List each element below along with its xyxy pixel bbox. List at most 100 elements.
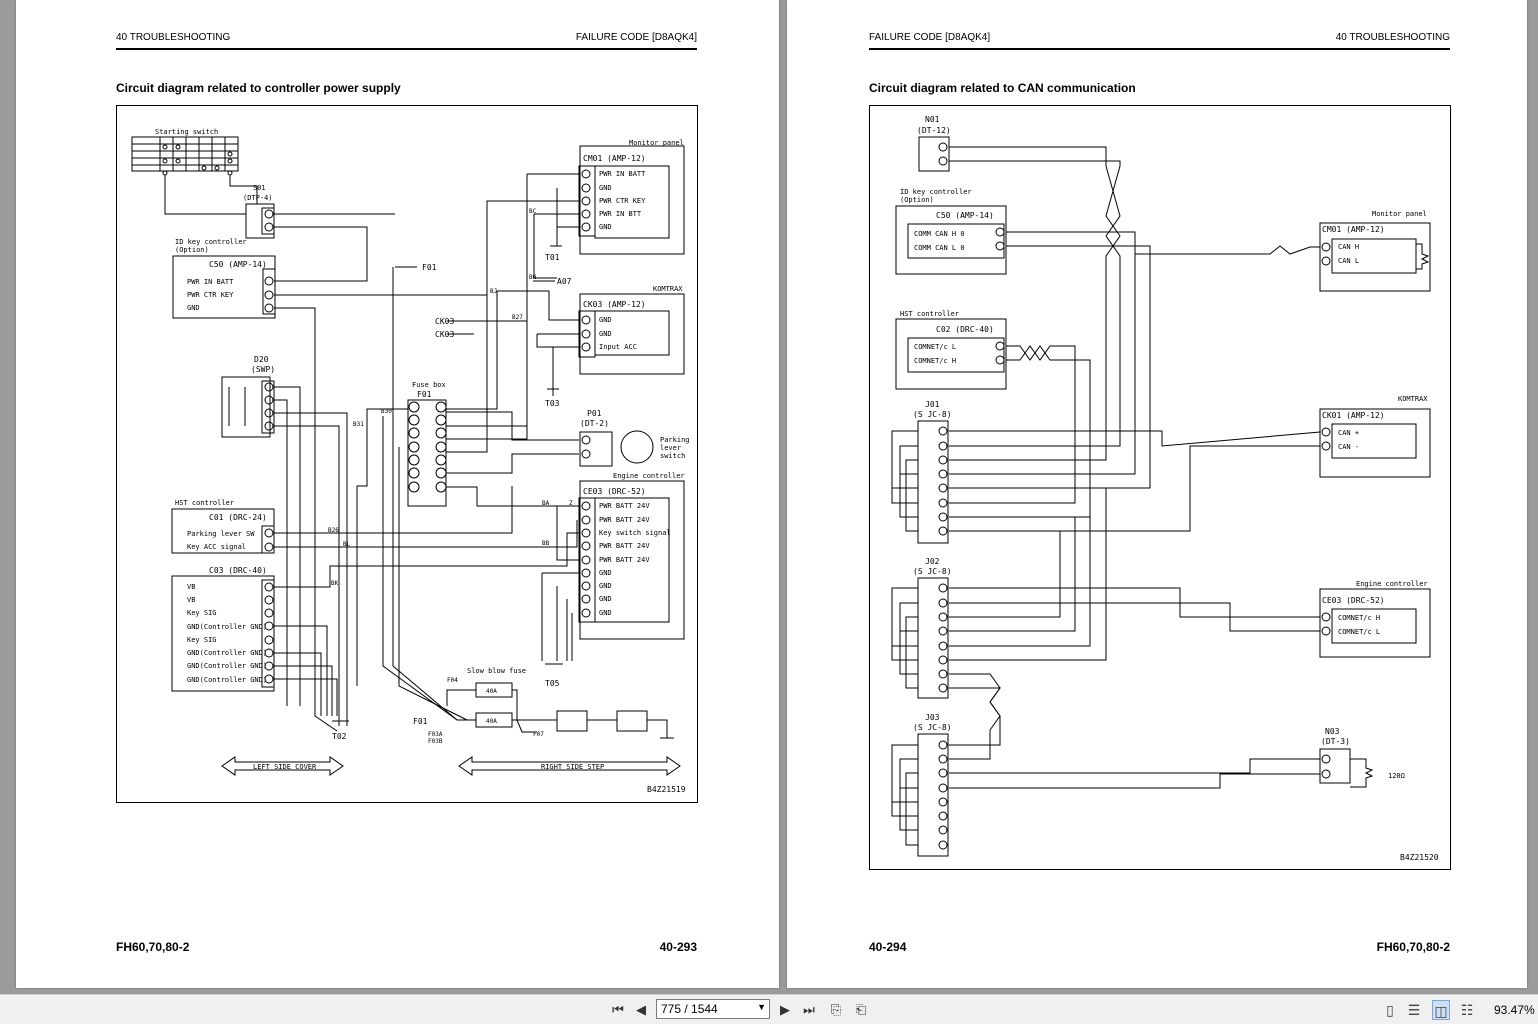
label-ck03-r: Input ACC (599, 343, 637, 351)
label-z: Z (569, 500, 573, 507)
label-id-key-opt: (Option) (175, 246, 209, 254)
label-c03-r: GND(Controller GND) (187, 623, 267, 631)
last-page-icon[interactable]: ⏭ (803, 1002, 815, 1017)
page-number-input[interactable]: 775 / 1544 ▼ (656, 999, 770, 1019)
label-c02-r1: COMNET/c L (914, 343, 956, 351)
label-monitor: Monitor panel (629, 139, 684, 147)
footer-left: 40-294 (869, 940, 907, 954)
label-d20: D20 (254, 355, 269, 364)
label-n03: N03 (1325, 727, 1340, 736)
label-c03-r: Key SIG (187, 609, 217, 617)
label-c03-r: GND(Controller GND) (187, 649, 267, 657)
label-bk: BK (331, 580, 339, 587)
label-a07: A07 (557, 277, 572, 286)
header-rule (869, 48, 1450, 50)
label-n01: N01 (925, 115, 940, 124)
header-right: FAILURE CODE [D8AQK4] (575, 32, 697, 43)
single-page-icon[interactable]: ▯ (1386, 1002, 1394, 1018)
label-c50-r1: COMM CAN H 0 (914, 230, 965, 238)
label-c01: C01 (DRC-24) (209, 513, 267, 522)
continuous-facing-icon[interactable]: ☷ (1460, 1002, 1474, 1018)
label-ck03b: CK03 (435, 330, 454, 339)
label-ce03-r2: COMNET/c L (1338, 628, 1380, 636)
label-ck01-r1: CAN + (1338, 429, 1359, 437)
label-s01-type: (DTP-4) (243, 194, 273, 202)
label-starting-switch: Starting switch (155, 128, 218, 136)
label-b26: B26 (328, 527, 339, 534)
label-c03: C03 (DRC-40) (209, 566, 267, 575)
circuit-diagram-can: N01 (DT-12) ID key controller (Option) C… (869, 105, 1451, 870)
first-page-icon[interactable]: ⏮ (612, 1002, 624, 1017)
label-c03-r: VB (187, 596, 195, 604)
label-slow-blow: Slow blow fuse (467, 667, 526, 675)
label-p01: P01 (587, 409, 602, 418)
label-jtype-2: (S JC-8) (913, 567, 952, 576)
label-ce03-r: GND (599, 609, 612, 617)
label-jtype-1: (S JC-8) (913, 410, 952, 419)
header-left: 40 TROUBLESHOOTING (116, 32, 231, 43)
facing-icon[interactable]: ◫ (1432, 1000, 1450, 1020)
header-rule (116, 48, 697, 50)
label-c50-r2: PWR CTR KEY (187, 291, 234, 299)
label-komtrax: KOMTRAX (1398, 395, 1428, 403)
next-page-icon[interactable]: ▶ (780, 1002, 790, 1017)
label-ce03: CE03 (DRC-52) (583, 487, 646, 496)
label-40a: 40A (486, 688, 497, 695)
label-c50: C50 (AMP-14) (209, 260, 267, 269)
label-c50-r2: COMM CAN L 0 (914, 244, 965, 252)
label-switch: switch (660, 452, 685, 460)
label-ck03a: CK03 (435, 317, 454, 326)
label-right-step: RIGHT SIDE STEP (541, 763, 604, 771)
label-c50: C50 (AMP-14) (936, 211, 994, 220)
label-f03b: F03B (428, 738, 443, 745)
label-c03-r: VB (187, 583, 195, 591)
continuous-icon[interactable]: ☰ (1407, 1002, 1421, 1018)
label-engine: Engine controller (1356, 580, 1428, 588)
label-c02-r2: COMNET/c H (914, 357, 956, 365)
label-j01: J01 (925, 400, 940, 409)
label-bn: BN (529, 274, 537, 281)
label-t05: T05 (545, 679, 560, 688)
label-c01-r2: Key ACC signal (187, 543, 246, 551)
label-n03-type: (DT-3) (1321, 737, 1350, 746)
label-ba: BA (542, 500, 550, 507)
label-cm01-r: PWR IN BTT (599, 210, 642, 218)
forward-view-icon[interactable]: ⎗ (855, 1002, 867, 1017)
label-bb: BB (542, 540, 550, 547)
header-right: 40 TROUBLESHOOTING (1335, 32, 1450, 43)
footer-right: 40-293 (659, 940, 697, 954)
label-ce03-r1: COMNET/c H (1338, 614, 1380, 622)
section-title: Circuit diagram related to CAN communica… (869, 81, 1136, 95)
label-40a-2: 40A (486, 718, 497, 725)
label-cm01-r1: CAN H (1338, 243, 1359, 251)
label-ce03-r: PWR BATT 24V (599, 556, 650, 564)
label-engine: Engine controller (613, 472, 685, 480)
label-bj: BJ (490, 288, 497, 295)
label-cm01-r2: CAN L (1338, 257, 1359, 265)
label-cm01-r: GND (599, 223, 612, 231)
label-j03: J03 (925, 713, 940, 722)
footer-right: FH60,70,80-2 (1376, 940, 1450, 954)
label-t03: T03 (545, 399, 560, 408)
label-f03a: F03A (428, 731, 443, 738)
label-c03-r: GND(Controller GND) (187, 676, 267, 684)
label-jtype-3: (S JC-8) (913, 723, 952, 732)
label-c03-r: Key SIG (187, 636, 217, 644)
label-ck01: CK01 (AMP-12) (1322, 411, 1385, 420)
label-t01: T01 (545, 253, 560, 262)
label-ce03-r: PWR BATT 24V (599, 542, 650, 550)
back-view-icon[interactable]: ⎘ (830, 1002, 842, 1017)
label-f01-5b: F01 (422, 263, 437, 272)
label-j02: J02 (925, 557, 940, 566)
label-c02: C02 (DRC-40) (936, 325, 994, 334)
chevron-down-icon[interactable]: ▼ (757, 1002, 766, 1012)
label-ce03-r: PWR BATT 24V (599, 516, 650, 524)
label-ck03-r: GND (599, 330, 612, 338)
label-ce03: CE03 (DRC-52) (1322, 596, 1385, 605)
label-b31: B31 (353, 421, 364, 428)
label-hst: HST controller (175, 499, 234, 507)
label-t02: T02 (332, 732, 347, 741)
label-id-key: ID key controller (175, 238, 247, 246)
zoom-level[interactable]: 93.47% (1494, 1003, 1535, 1017)
prev-page-icon[interactable]: ◀ (636, 1002, 646, 1017)
